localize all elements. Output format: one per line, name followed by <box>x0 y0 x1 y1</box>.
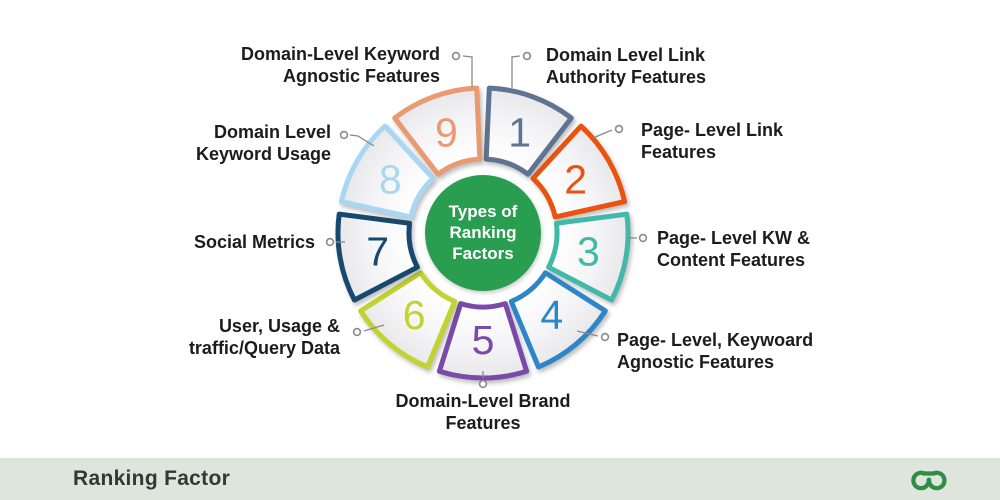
segment-number-8: 8 <box>379 157 402 203</box>
leader-line-9 <box>462 55 473 87</box>
label-line: Social Metrics <box>193 232 315 252</box>
label-line: Features <box>445 413 521 433</box>
center-circle <box>425 175 541 291</box>
segment-label-7: Social Metrics <box>194 231 315 253</box>
center-title-line: Factors <box>452 244 514 263</box>
segment-label-8: Domain Level Keyword Usage <box>196 121 331 165</box>
footer-title: Ranking Factor <box>73 467 231 490</box>
label-line: Content Features <box>657 250 806 270</box>
segment-label-9: Domain-Level Keyword Agnostic Features <box>241 43 440 87</box>
segment-wedge-9 <box>392 85 483 177</box>
label-line: Agnostic Features <box>282 66 440 86</box>
leader-dot-1 <box>522 51 532 61</box>
segment-number-3: 3 <box>577 229 600 275</box>
segment-number-5: 5 <box>472 317 495 363</box>
leader-dot-6 <box>352 327 362 337</box>
segment-label-2: Page- Level Link Features <box>641 119 783 163</box>
leader-line-6 <box>363 324 385 332</box>
leader-line-4 <box>576 330 599 337</box>
leader-dot-4 <box>600 332 610 342</box>
label-line: traffic/Query Data <box>188 338 340 358</box>
leader-line-1 <box>511 55 521 88</box>
segment-label-1: Domain Level Link Authority Features <box>546 44 706 88</box>
label-line: Page- Level, Keywoard <box>617 330 814 350</box>
leader-line-8 <box>349 134 375 147</box>
label-line: Page- Level KW & <box>657 228 811 248</box>
label-line: Domain Level Link <box>546 45 706 65</box>
segment-number-2: 2 <box>564 157 587 203</box>
geeksforgeeks-logo-icon <box>911 470 947 491</box>
label-line: Domain-Level Keyword <box>240 44 440 64</box>
segment-wedge-8 <box>338 123 436 220</box>
segment-number-1: 1 <box>508 110 531 156</box>
geeksforgeeks-glyph <box>911 470 947 491</box>
segment-number-7: 7 <box>366 229 389 275</box>
footer-bar: Ranking Factor <box>0 458 1000 500</box>
leader-line-2 <box>592 129 613 139</box>
leader-dot-7 <box>325 237 335 247</box>
label-line: Domain Level <box>213 122 331 142</box>
label-line: Domain-Level Brand <box>395 391 571 411</box>
segment-number-9: 9 <box>435 110 458 156</box>
segment-label-6: User, Usage & traffic/Query Data <box>189 315 340 359</box>
center-title: Types of Ranking Factors <box>408 201 558 264</box>
label-line: Page- Level Link <box>641 120 784 140</box>
leader-dot-9 <box>451 51 461 61</box>
leader-dot-8 <box>339 130 349 140</box>
label-line: Keyword Usage <box>195 144 331 164</box>
center-title-line: Types of <box>448 202 518 221</box>
segment-label-3: Page- Level KW & Content Features <box>657 227 810 271</box>
segment-wedge-3 <box>546 211 631 303</box>
segment-number-4: 4 <box>540 292 563 338</box>
segment-label-5: Domain-Level Brand Features <box>383 390 583 434</box>
label-line: Features <box>641 142 717 162</box>
leader-dot-2 <box>614 124 624 134</box>
label-line: Agnostic Features <box>617 352 775 372</box>
leader-dot-3 <box>638 233 648 243</box>
label-line: User, Usage & <box>218 316 340 336</box>
segment-wedge-4 <box>508 270 608 370</box>
segment-wedge-6 <box>358 270 458 370</box>
center-title-line: Ranking <box>449 223 517 242</box>
segment-wedge-2 <box>530 123 628 220</box>
segment-label-4: Page- Level, Keywoard Agnostic Features <box>617 329 813 373</box>
segment-number-6: 6 <box>403 292 426 338</box>
segment-wedge-5 <box>436 301 530 381</box>
segment-wedge-7 <box>335 211 420 303</box>
leader-dot-5 <box>478 379 488 389</box>
label-line: Authority Features <box>546 67 707 87</box>
segment-wedge-1 <box>483 85 574 177</box>
